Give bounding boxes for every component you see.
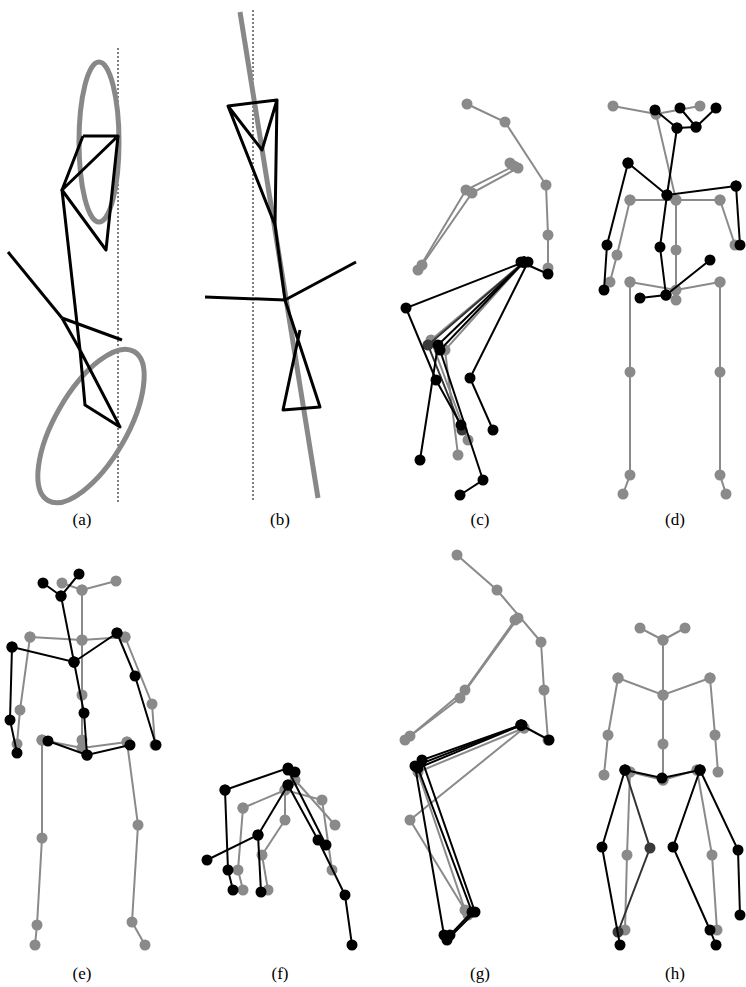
panel-label: (g) [470, 964, 490, 984]
panel-label: (e) [73, 964, 92, 984]
panel-label: (a) [73, 510, 92, 530]
panel-f [207, 768, 352, 945]
panel-a [8, 48, 165, 518]
panel-d [604, 106, 740, 494]
panel-c [406, 104, 548, 495]
panel-label: (f) [272, 964, 289, 984]
panel-label: (h) [665, 964, 685, 984]
panel-label: (c) [471, 510, 490, 530]
panel-label: (d) [665, 510, 685, 530]
panel-h [602, 628, 740, 945]
panel-label: (b) [270, 510, 290, 530]
panel-g [405, 555, 549, 940]
panel-e [10, 574, 156, 945]
panel-b [205, 10, 356, 502]
